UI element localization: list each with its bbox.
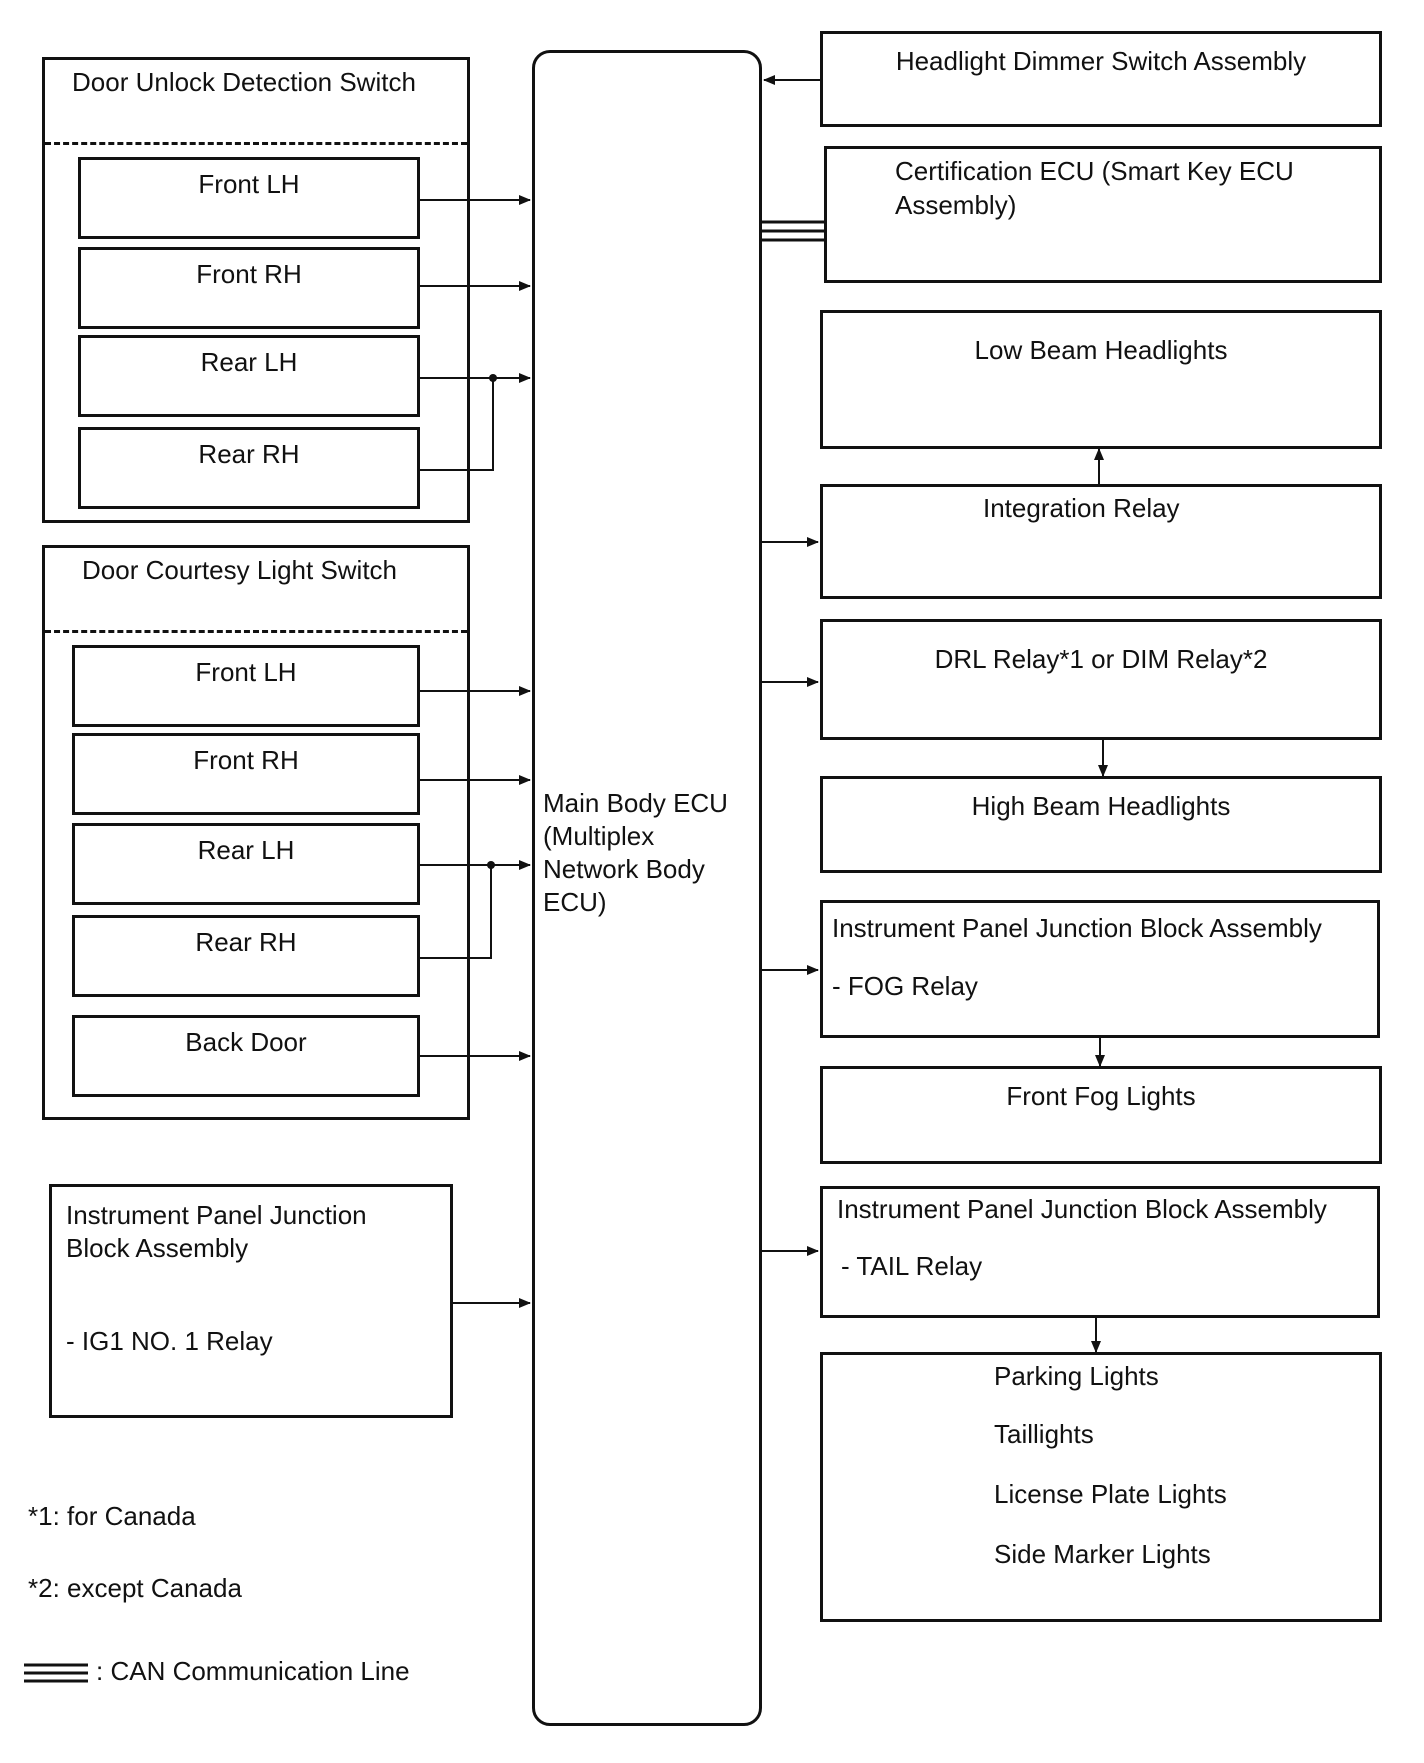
courtesy-rear-lh-label: Rear LH xyxy=(197,835,295,865)
tail-relay-label: - TAIL Relay xyxy=(841,1251,983,1281)
certification-ecu-box: Certification ECU (Smart Key ECU Assembl… xyxy=(824,146,1382,283)
door-courtesy-light-switch-group xyxy=(42,545,470,1120)
certification-ecu-line2: Assembly) xyxy=(895,190,1017,220)
courtesy-rear-rh-box: Rear RH xyxy=(72,915,420,997)
main-body-ecu-box: Main Body ECU (Multiplex Network Body EC… xyxy=(532,50,762,1726)
ig1-relay-label: - IG1 NO. 1 Relay xyxy=(66,1326,273,1356)
footnote-2: *2: except Canada xyxy=(28,1573,242,1603)
parking-lights-label: Parking Lights xyxy=(994,1361,1159,1391)
courtesy-front-lh-label: Front LH xyxy=(195,657,297,687)
group-divider xyxy=(45,630,467,633)
license-plate-lights-label: License Plate Lights xyxy=(994,1479,1227,1509)
group-divider xyxy=(45,142,467,145)
unlock-rear-rh-box: Rear RH xyxy=(78,427,420,509)
can-line-legend-icon xyxy=(24,1663,88,1683)
drl-dim-relay-label: DRL Relay*1 or DIM Relay*2 xyxy=(934,644,1268,674)
ipjb-fog-relay-box: Instrument Panel Junction Block Assembly… xyxy=(820,900,1380,1038)
ipjb-tail-relay-box: Instrument Panel Junction Block Assembly… xyxy=(820,1186,1380,1318)
can-line-legend-label: : CAN Communication Line xyxy=(96,1656,410,1686)
drl-dim-relay-box: DRL Relay*1 or DIM Relay*2 xyxy=(820,619,1382,740)
unlock-front-rh-label: Front RH xyxy=(196,259,302,289)
ig1-junction-block-box: Instrument Panel Junction Block Assembly… xyxy=(49,1184,453,1418)
integration-relay-label: Integration Relay xyxy=(983,493,1180,523)
high-beam-headlights-label: High Beam Headlights xyxy=(971,791,1231,821)
unlock-front-rh-box: Front RH xyxy=(78,247,420,329)
courtesy-back-door-box: Back Door xyxy=(72,1015,420,1097)
unlock-rear-rh-label: Rear RH xyxy=(198,439,300,469)
fog-relay-label: - FOG Relay xyxy=(832,971,978,1001)
main-body-ecu-line3: Network Body xyxy=(543,854,705,884)
low-beam-headlights-label: Low Beam Headlights xyxy=(974,335,1228,365)
tail-lights-group-box: Parking Lights Taillights License Plate … xyxy=(820,1352,1382,1622)
unlock-front-lh-label: Front LH xyxy=(198,169,300,199)
front-fog-lights-label: Front Fog Lights xyxy=(1006,1081,1196,1111)
certification-ecu-line1: Certification ECU (Smart Key ECU xyxy=(895,156,1294,186)
main-body-ecu-line4: ECU) xyxy=(543,887,607,917)
taillights-label: Taillights xyxy=(994,1419,1094,1449)
unlock-rear-lh-box: Rear LH xyxy=(78,335,420,417)
front-fog-lights-box: Front Fog Lights xyxy=(820,1066,1382,1164)
courtesy-front-rh-label: Front RH xyxy=(193,745,299,775)
door-unlock-detection-switch-group xyxy=(42,57,470,523)
courtesy-rear-lh-box: Rear LH xyxy=(72,823,420,905)
ig1-junction-block-title-line1: Instrument Panel Junction xyxy=(66,1200,367,1230)
courtesy-rear-rh-label: Rear RH xyxy=(195,927,297,957)
integration-relay-box: Integration Relay xyxy=(820,484,1382,599)
ipjb-fog-relay-title: Instrument Panel Junction Block Assembly xyxy=(832,913,1322,943)
headlight-dimmer-switch-box: Headlight Dimmer Switch Assembly xyxy=(820,31,1382,127)
courtesy-front-rh-box: Front RH xyxy=(72,733,420,815)
door-courtesy-light-switch-title: Door Courtesy Light Switch xyxy=(82,555,398,585)
footnote-1: *1: for Canada xyxy=(28,1501,196,1531)
high-beam-headlights-box: High Beam Headlights xyxy=(820,776,1382,873)
courtesy-back-door-label: Back Door xyxy=(185,1027,307,1057)
main-body-ecu-line2: (Multiplex xyxy=(543,821,655,851)
unlock-front-lh-box: Front LH xyxy=(78,157,420,239)
headlight-dimmer-switch-label: Headlight Dimmer Switch Assembly xyxy=(895,46,1307,76)
low-beam-headlights-box: Low Beam Headlights xyxy=(820,310,1382,449)
side-marker-lights-label: Side Marker Lights xyxy=(994,1539,1211,1569)
unlock-rear-lh-label: Rear LH xyxy=(200,347,298,377)
ig1-junction-block-title-line2: Block Assembly xyxy=(66,1233,249,1263)
main-body-ecu-line1: Main Body ECU xyxy=(543,788,728,818)
ipjb-tail-relay-title: Instrument Panel Junction Block Assembly xyxy=(837,1194,1327,1224)
courtesy-front-lh-box: Front LH xyxy=(72,645,420,727)
door-unlock-detection-switch-title: Door Unlock Detection Switch xyxy=(72,67,416,97)
